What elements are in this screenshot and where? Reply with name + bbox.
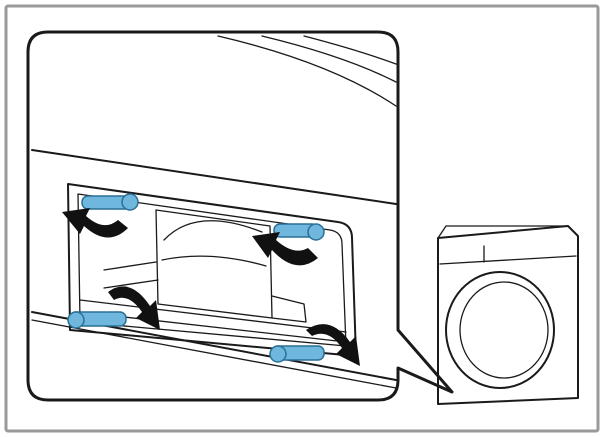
blue-clip-icon — [67, 311, 127, 329]
blue-clip-icon — [273, 223, 325, 241]
curved-arrow-down-icon — [108, 286, 160, 330]
blue-clip-icon — [81, 193, 139, 211]
blue-clip-icon — [269, 345, 325, 363]
flap-frame-outer — [67, 183, 357, 357]
curved-arrow-up-icon — [252, 232, 318, 266]
zoom-callout — [26, 30, 454, 402]
curved-arrow-down-icon — [306, 324, 360, 366]
curved-arrow-up-icon — [62, 208, 128, 238]
dryer-icon — [437, 225, 579, 405]
flap-frame-inner — [77, 193, 347, 347]
outer-frame — [4, 4, 600, 433]
